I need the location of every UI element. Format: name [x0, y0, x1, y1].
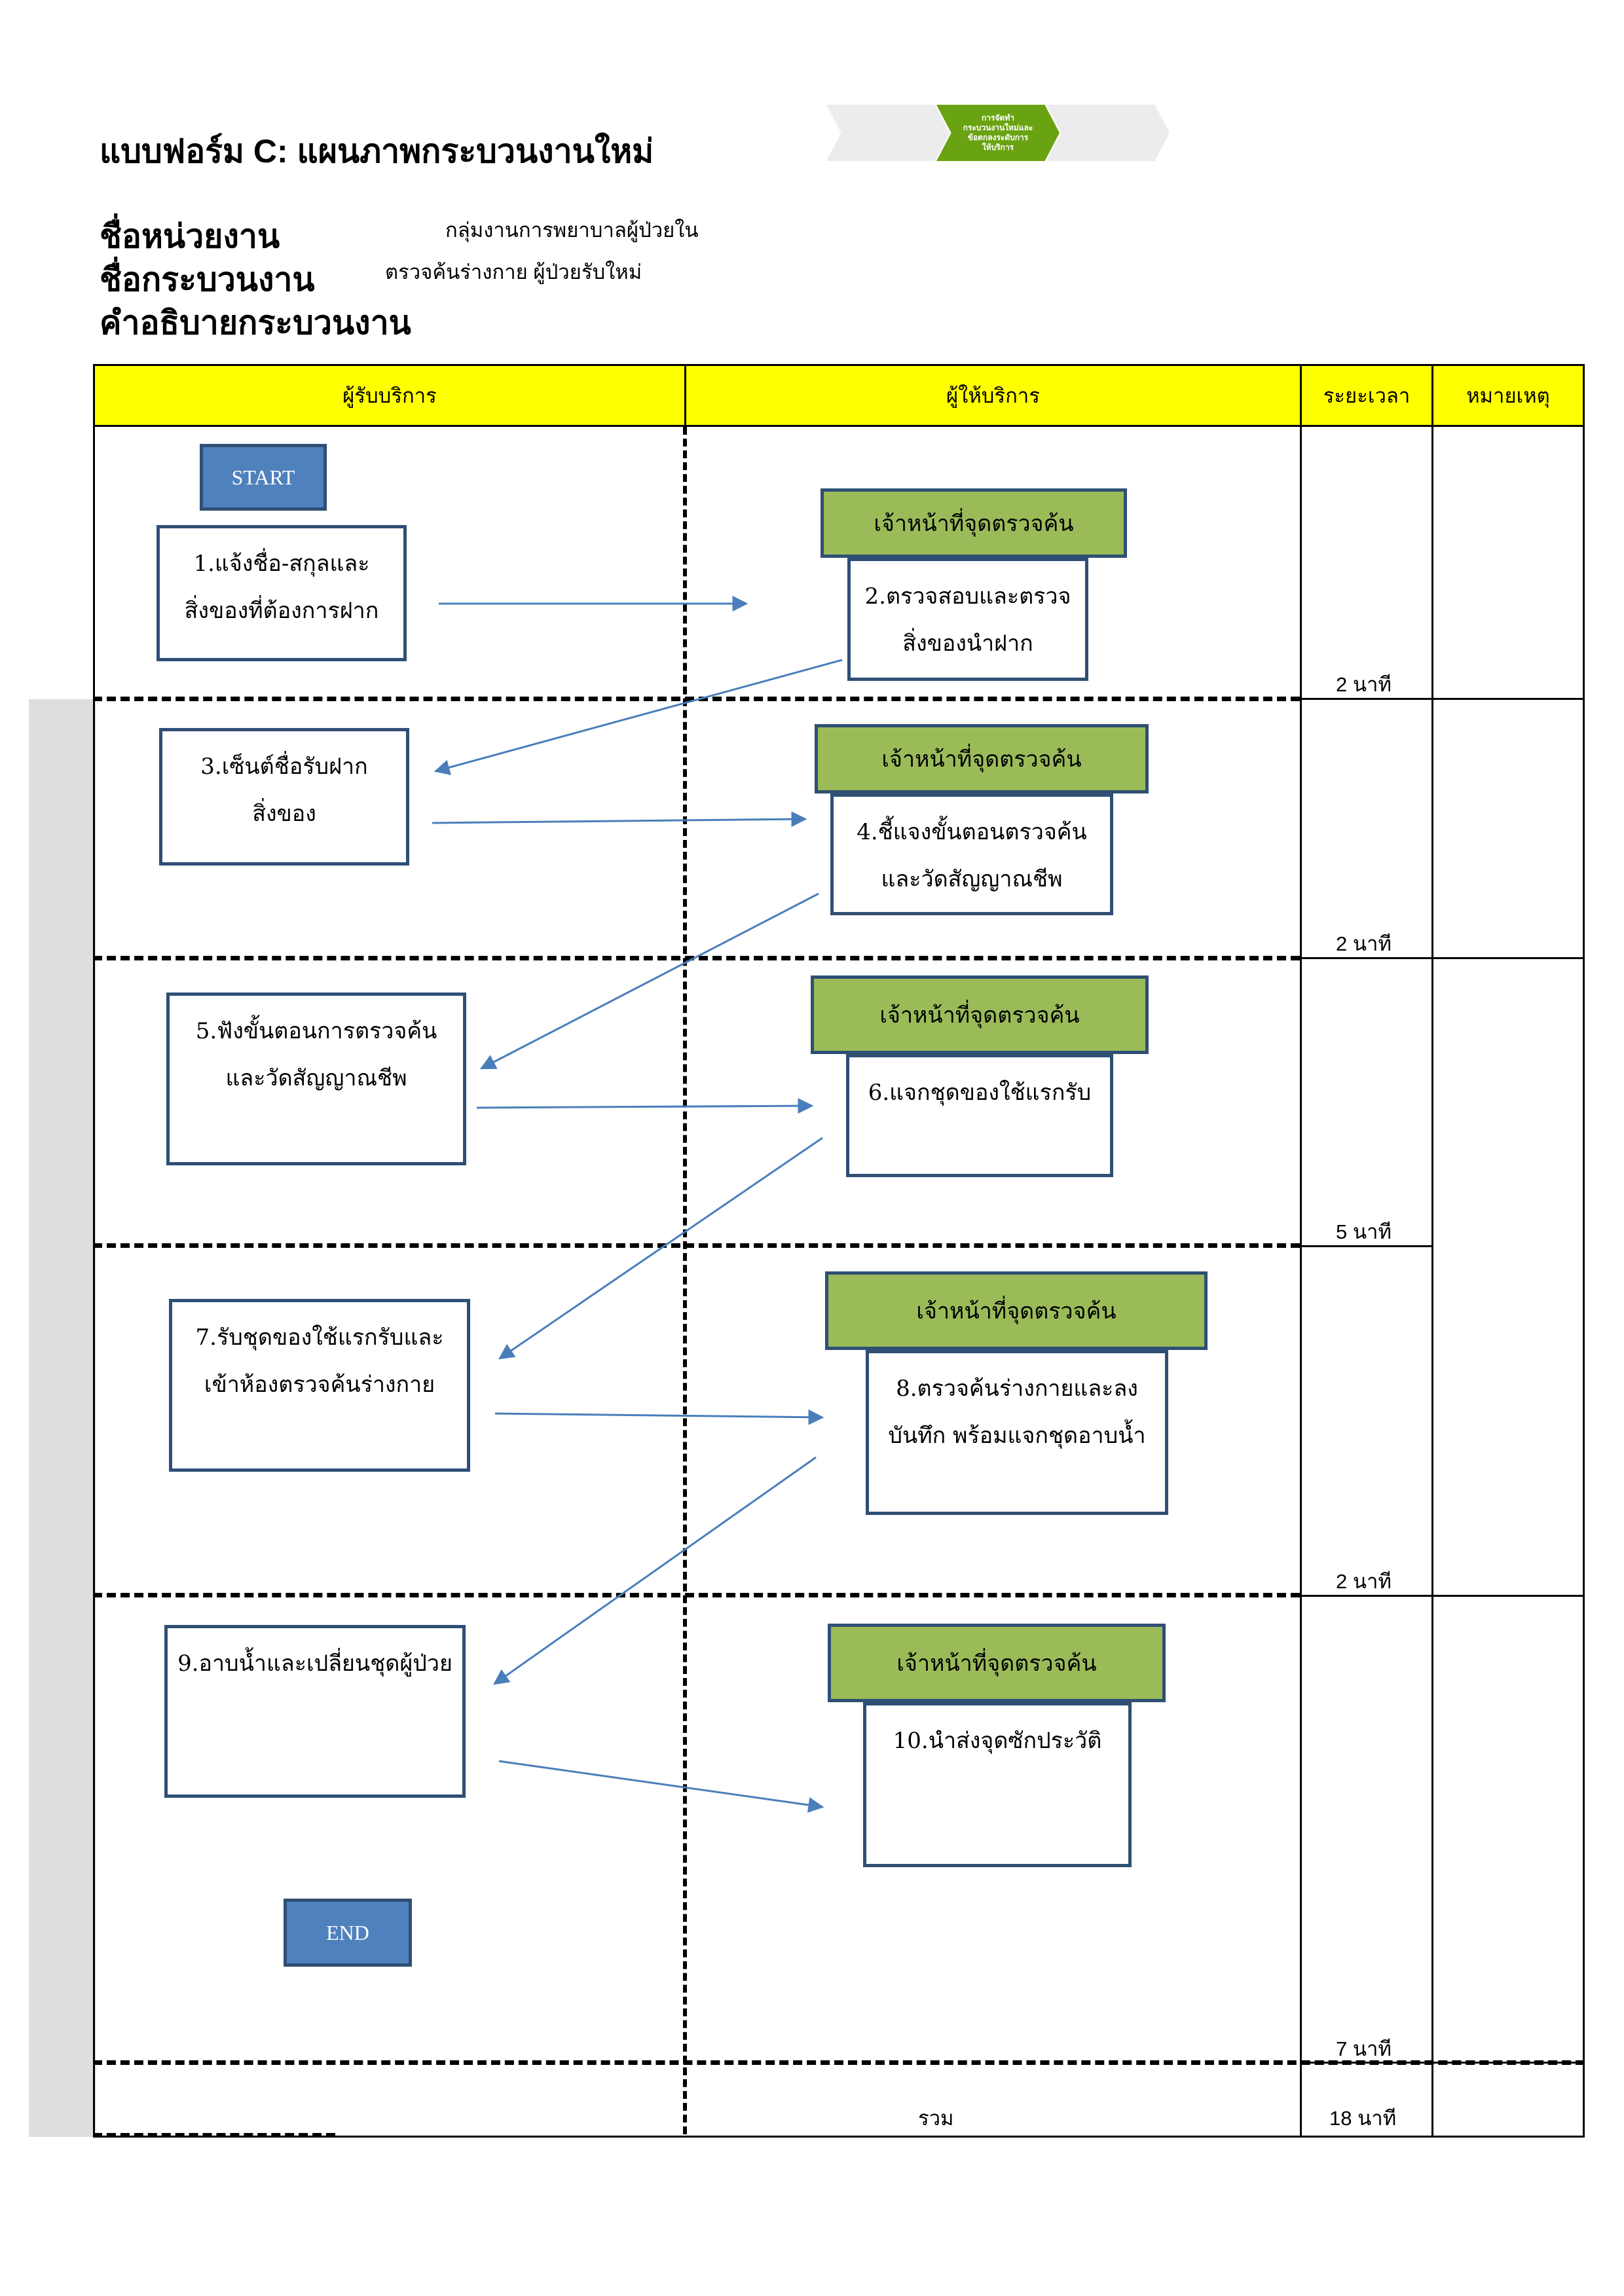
grid-row-line-1	[1300, 698, 1584, 700]
arrow-4-to-5	[479, 892, 819, 1070]
step-1-line: 1.แจ้งชื่อ-สกุลและ	[193, 551, 370, 577]
staff-header-3: เจ้าหน้าที่จุดตรวจค้น	[811, 975, 1149, 1054]
staff-header-2: เจ้าหน้าที่จุดตรวจค้น	[815, 724, 1149, 793]
arrow-8-to-9	[493, 1456, 817, 1685]
arrow-5-to-6	[476, 1098, 814, 1114]
step-1-box: 1.แจ้งชื่อ-สกุลและ สิ่งของที่ต้องการฝาก	[157, 525, 407, 661]
end-terminal: END	[284, 1899, 412, 1967]
grid-row-line-4	[1300, 1595, 1584, 1597]
step-9-line: 9.อาบน้ำและเปลี่ยนชุดผู้ป่วย	[177, 1650, 452, 1677]
grid-row-line-3	[1300, 1245, 1433, 1247]
total-label: รวม	[918, 2107, 954, 2130]
progress-step-current: การจัดทำ กระบวนงานใหม่และ ข้อตกลงระดับกา…	[936, 105, 1060, 161]
header-duration: ระยะเวลา	[1300, 364, 1433, 427]
description-label: คำอธิบายกระบวนงาน	[100, 304, 411, 341]
step-4-line: 4.ชี้แจงขั้นตอนตรวจค้น	[857, 819, 1087, 845]
step-1-line: สิ่งของที่ต้องการฝาก	[184, 598, 379, 624]
step-6-line: 6.แจกชุดของใช้แรกรับ	[868, 1080, 1092, 1106]
step-3-box: 3.เซ็นต์ชื่อรับฝาก สิ่งของ	[159, 728, 409, 866]
step-8-line: บันทึก พร้อมแจกชุดอาบน้ำ	[888, 1423, 1146, 1449]
step-9-box: 9.อาบน้ำและเปลี่ยนชุดผู้ป่วย	[164, 1625, 466, 1798]
form-title: แบบฟอร์ม C: แผนภาพกระบวนงานใหม่	[100, 133, 654, 170]
step-7-line: เข้าห้องตรวจค้นร่างกาย	[204, 1372, 435, 1398]
unit-value: กลุ่มงานการพยาบาลผู้ป่วยใน	[445, 219, 699, 242]
step-3-line: สิ่งของ	[252, 801, 316, 827]
progress-step-next	[1046, 105, 1170, 161]
lane-divider-dashed	[683, 427, 687, 2134]
row-separator-5	[93, 2060, 1585, 2065]
progress-step-current-line: ข้อตกลงระดับการ	[967, 133, 1029, 142]
step-7-line: 7.รับชุดของใช้แรกรับและ	[195, 1324, 444, 1351]
step-4-box: 4.ชี้แจงขั้นตอนตรวจค้น และวัดสัญญาณชีพ	[830, 793, 1113, 915]
arrow-7-to-8	[494, 1409, 824, 1425]
step-8-box: 8.ตรวจค้นร่างกายและลง บันทึก พร้อมแจกชุด…	[866, 1350, 1168, 1515]
duration-row-1: 2 นาที	[1336, 673, 1392, 696]
step-8-line: 8.ตรวจค้นร่างกายและลง	[896, 1376, 1138, 1402]
step-4-line: และวัดสัญญาณชีพ	[881, 866, 1063, 892]
grid-left-border	[93, 426, 95, 2137]
staff-header-4: เจ้าหน้าที่จุดตรวจค้น	[825, 1271, 1208, 1350]
row-separator-3	[93, 1243, 1300, 1248]
step-2-line: 2.ตรวจสอบและตรวจ	[864, 583, 1071, 610]
staff-header-1: เจ้าหน้าที่จุดตรวจค้น	[821, 488, 1127, 558]
step-6-box: 6.แจกชุดของใช้แรกรับ	[846, 1054, 1113, 1177]
left-gray-bar	[29, 699, 96, 2137]
header-provider: ผู้ให้บริการ	[684, 364, 1302, 427]
header-remarks: หมายเหตุ	[1431, 364, 1585, 427]
row-separator-2	[93, 956, 1300, 960]
start-terminal: START	[200, 444, 327, 511]
process-label: ชื่อกระบวนงาน	[100, 261, 315, 298]
step-10-line: 10.นำส่งจุดซักประวัติ	[893, 1728, 1102, 1754]
step-3-line: 3.เซ็นต์ชื่อรับฝาก	[200, 754, 368, 780]
step-5-line: และวัดสัญญาณชีพ	[225, 1065, 407, 1091]
grid-bottom-border	[93, 2136, 1585, 2138]
arrow-2-to-3	[434, 659, 843, 775]
progress-step-current-line: ให้บริการ	[982, 143, 1014, 152]
process-value: ตรวจค้นร่างกาย ผู้ป่วยรับใหม่	[385, 261, 642, 283]
grid-row-line-2	[1300, 957, 1584, 959]
row-separator-4	[93, 1593, 1300, 1597]
progress-step-previous	[826, 105, 950, 161]
duration-row-5: 7 นาที	[1336, 2037, 1392, 2060]
step-10-box: 10.นำส่งจุดซักประวัติ	[863, 1702, 1132, 1867]
step-7-box: 7.รับชุดของใช้แรกรับและ เข้าห้องตรวจค้นร…	[169, 1299, 470, 1472]
unit-label: ชื่อหน่วยงาน	[100, 218, 280, 255]
arrow-3-to-4	[432, 811, 807, 828]
step-2-line: สิ่งของนำฝาก	[902, 630, 1033, 657]
step-2-box: 2.ตรวจสอบและตรวจ สิ่งของนำฝาก	[847, 558, 1088, 681]
duration-row-2: 2 นาที	[1336, 932, 1392, 955]
progress-step-current-line: กระบวนงานใหม่และ	[963, 123, 1033, 132]
grid-duration-left	[1300, 426, 1302, 2137]
header-receiver: ผู้รับบริการ	[93, 364, 686, 427]
bottom-dashed-stub	[93, 2133, 335, 2138]
staff-header-5: เจ้าหน้าที่จุดตรวจค้น	[828, 1624, 1166, 1702]
duration-row-3: 5 นาที	[1336, 1220, 1392, 1243]
grid-remarks-left	[1431, 426, 1433, 2137]
step-5-box: 5.ฟังขั้นตอนการตรวจค้น และวัดสัญญาณชีพ	[166, 993, 466, 1165]
duration-row-4: 2 นาที	[1336, 1570, 1392, 1593]
grid-right-border	[1583, 426, 1585, 2137]
step-5-line: 5.ฟังขั้นตอนการตรวจค้น	[195, 1018, 437, 1044]
progress-step-current-line: การจัดทำ	[982, 113, 1014, 122]
arrow-6-to-7	[498, 1137, 823, 1360]
arrow-9-to-10	[498, 1760, 824, 1813]
total-duration: 18 นาที	[1329, 2107, 1397, 2130]
